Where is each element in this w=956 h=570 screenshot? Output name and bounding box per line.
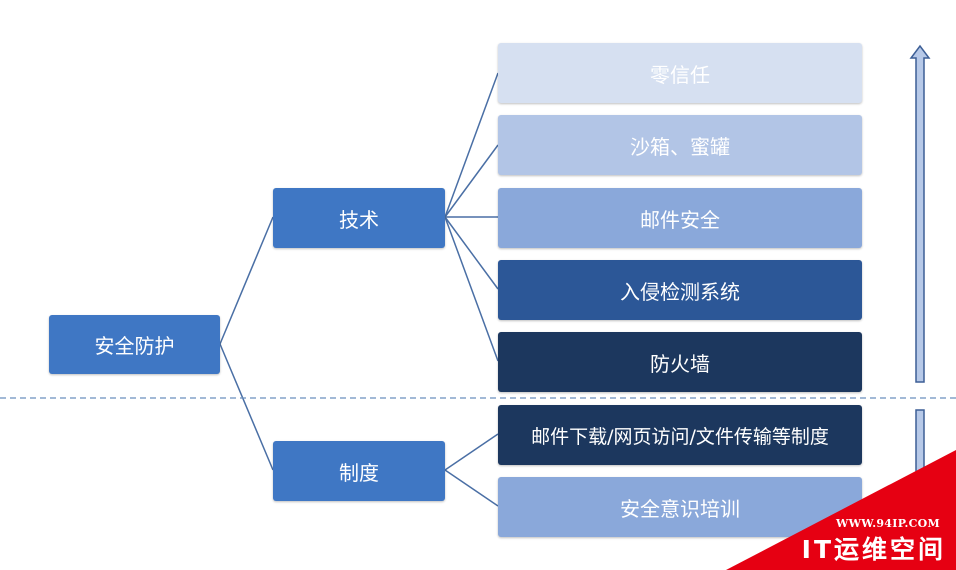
connector-tech-ids [444,216,499,290]
branch-node-policy: 制度 [273,441,445,501]
leaf-node-email-security: 邮件安全 [498,188,862,248]
up-arrow-icon [909,44,931,383]
connector-policy-rules [444,433,499,471]
watermark-triangle [726,450,956,570]
connector-tech-firewall [444,216,499,362]
leaf-node-awareness-training: 安全意识培训 [498,477,862,537]
branch-node-tech: 技术 [273,188,445,248]
connector-tech-zero-trust [444,72,499,218]
root-node: 安全防护 [49,315,220,374]
leaf-node-policy-rules: 邮件下载/网页访问/文件传输等制度 [498,405,862,465]
leaf-node-ids: 入侵检测系统 [498,260,862,320]
watermark-name: IT运维空间 [801,535,946,564]
connector-root-policy [219,343,274,471]
leaf-node-zero-trust: 零信任 [498,43,862,103]
connector-root-tech [219,216,274,345]
watermark-logo: WWW.94IP.COM IT运维空间 [726,450,956,570]
leaf-node-sandbox-honeypot: 沙箱、蜜罐 [498,115,862,175]
watermark-url: WWW.94IP.COM [835,517,940,530]
connector-policy-training [444,469,499,507]
connector-tech-sandbox [444,144,499,218]
leaf-node-firewall: 防火墙 [498,332,862,392]
